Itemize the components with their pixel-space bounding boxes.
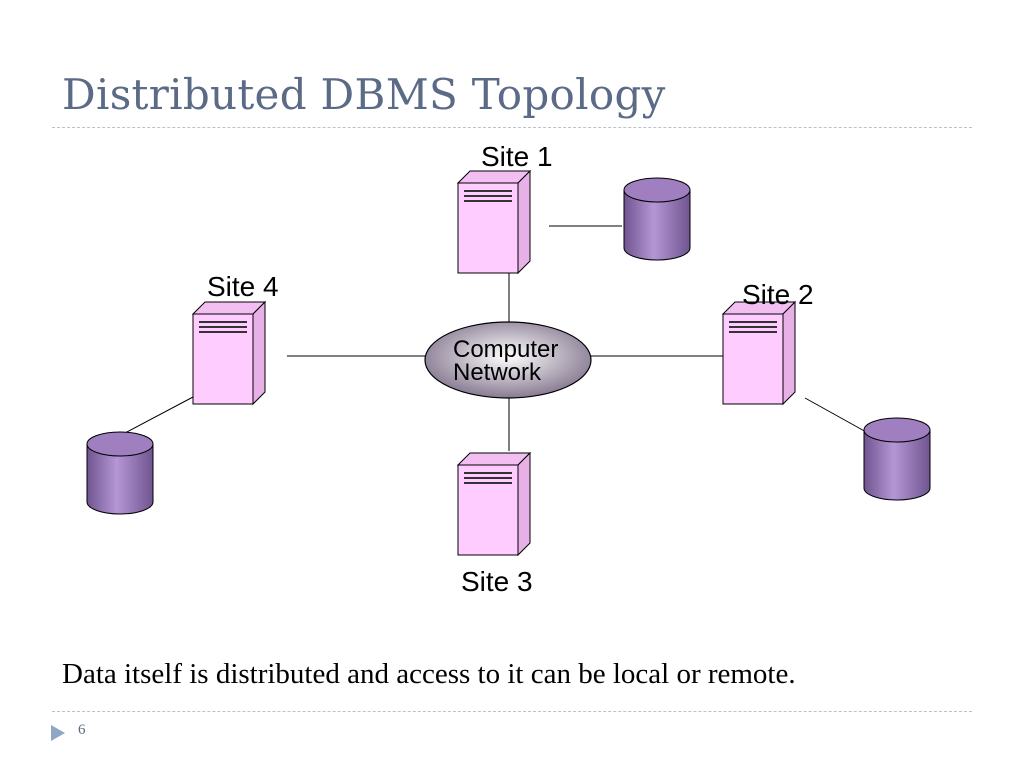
network-cloud-icon — [424, 321, 592, 399]
server-icon-site4 — [192, 301, 266, 405]
connectors — [124, 225, 869, 451]
server-icon-site3 — [457, 452, 531, 556]
server-icon-site2 — [722, 301, 796, 405]
database-icon-site1 — [623, 177, 691, 261]
network-label: Computer Network — [453, 336, 559, 386]
title-divider — [52, 127, 972, 128]
link-site2-db — [804, 397, 869, 434]
footer-divider — [52, 711, 972, 712]
site-label-2: Site 2 — [742, 279, 814, 310]
link-site4-db — [124, 396, 194, 434]
site-label-4: Site 4 — [207, 271, 279, 302]
slide-caption: Data itself is distributed and access to… — [62, 658, 796, 690]
site-label-3: Site 3 — [461, 566, 533, 597]
database-icon-site4 — [86, 431, 154, 515]
play-triangle-icon — [51, 725, 65, 741]
slide-title: Distributed DBMS Topology — [62, 70, 666, 119]
site-label-1: Site 1 — [481, 141, 553, 172]
network-label-line1: Computer — [453, 336, 559, 363]
page-number: 6 — [78, 722, 86, 738]
server-icon-site1 — [457, 170, 531, 274]
database-icon-site2 — [863, 417, 931, 501]
network-label-line2: Network — [453, 359, 542, 386]
